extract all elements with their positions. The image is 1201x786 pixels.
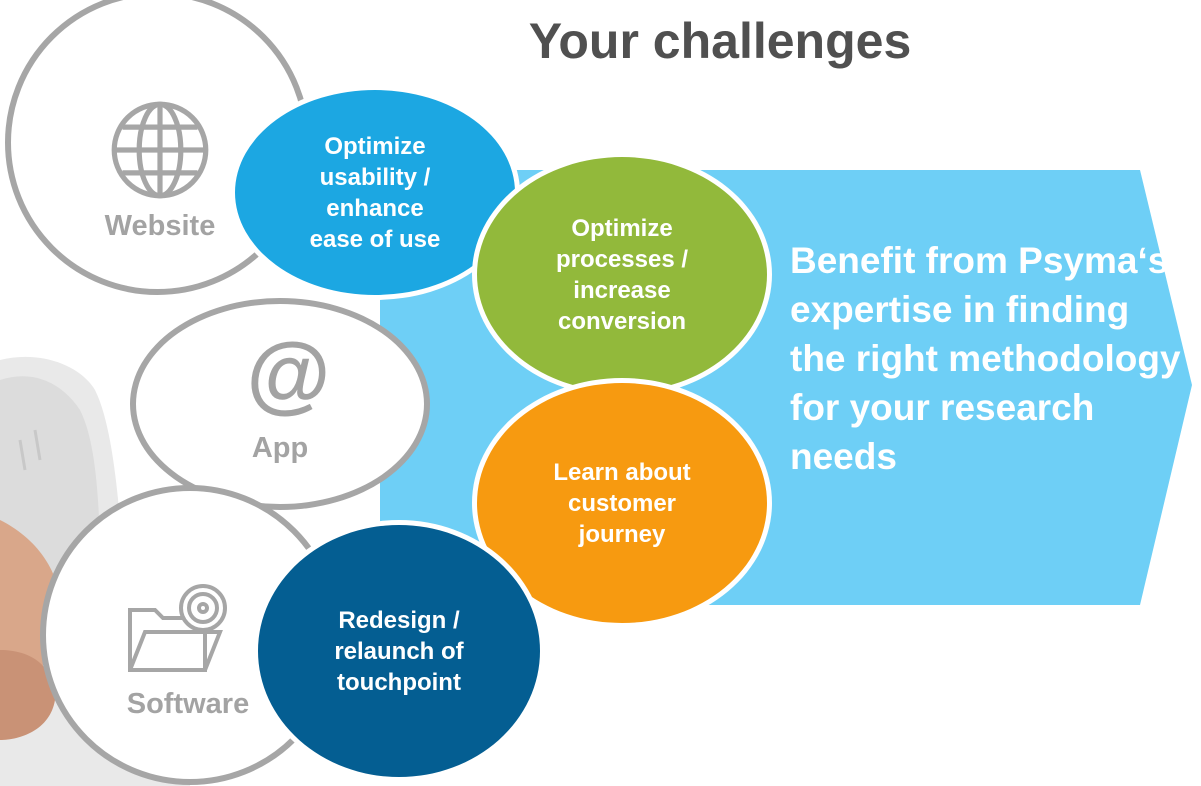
software-label: Software (126, 688, 250, 720)
globe-icon (111, 101, 209, 199)
page-title: Your challenges (528, 13, 912, 69)
app-label: App (251, 432, 309, 464)
challenge-usability: Optimize usability / enhance ease of use (230, 85, 520, 300)
challenge-usability-label: Optimize usability / enhance ease of use (309, 132, 441, 253)
at-sign-icon: @ (245, 327, 329, 423)
challenge-journey: Learn about customer journey (472, 378, 772, 628)
challenge-redesign-label: Redesign / relaunch of touchpoint (334, 606, 464, 696)
benefit-text: Benefit from Psyma‘s expertise in findin… (790, 240, 1181, 477)
website-label: Website (104, 210, 216, 242)
folder-disc-icon (128, 584, 227, 672)
challenge-processes-label: Optimize processes / increase conversion (555, 214, 689, 335)
challenge-journey-label: Learn about customer journey (553, 458, 691, 548)
app-ring (130, 298, 430, 510)
challenge-processes: Optimize processes / increase conversion (472, 152, 772, 397)
challenge-redesign: Redesign / relaunch of touchpoint (253, 520, 545, 782)
